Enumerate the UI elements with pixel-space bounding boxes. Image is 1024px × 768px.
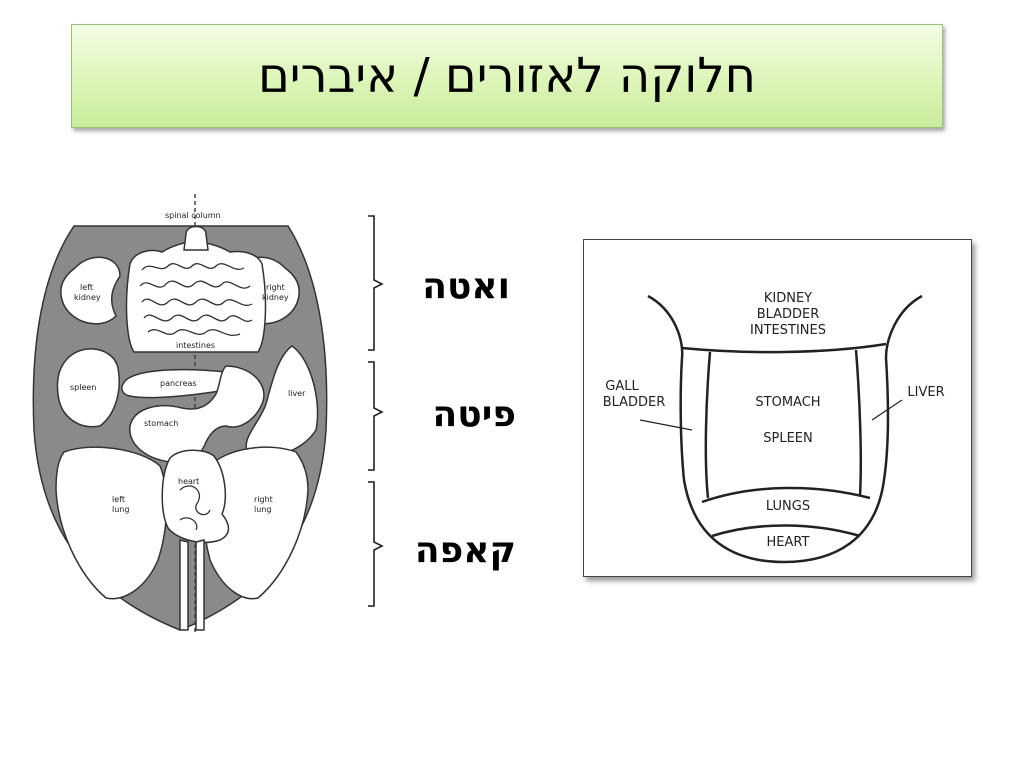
label-pancreas: pancreas: [160, 379, 197, 388]
tongue-map-outline: [647, 294, 923, 564]
map-label-bladder: BLADDER: [757, 307, 820, 322]
label-right-kidney-2: kidney: [262, 293, 289, 302]
label-right-lung-1: right: [254, 495, 273, 504]
region-label-kapha: קאפה: [414, 530, 516, 571]
tongue-anatomy-diagram: spinal column left kidney right kidney i…: [32, 194, 328, 635]
slide-title: חלוקה לאזורים / איברים: [257, 48, 757, 104]
tongue-map-lungs-top: [701, 486, 871, 504]
intestines-shape: [125, 241, 267, 353]
tongue-map-heart-top: [711, 524, 861, 538]
title-box: חלוקה לאזורים / איברים: [71, 24, 943, 128]
gall-bladder-pointer: [639, 419, 693, 431]
label-stomach: stomach: [144, 419, 178, 428]
map-label-intestines: INTESTINES: [750, 323, 826, 338]
tongue-map-top-line: [681, 342, 887, 354]
map-label-gall-bladder: BLADDER: [603, 395, 666, 410]
label-left-lung-2: lung: [112, 505, 129, 514]
label-left-lung-1: left: [112, 495, 125, 504]
label-left-kidney-1: left: [80, 283, 93, 292]
map-label-stomach: STOMACH: [755, 395, 820, 410]
map-label-spleen: SPLEEN: [763, 431, 813, 446]
map-label-liver: LIVER: [907, 385, 944, 400]
region-label-vata: ואטה: [422, 266, 510, 307]
left-lung-shape: [55, 446, 168, 600]
spleen-shape: [56, 348, 120, 428]
label-liver: liver: [288, 389, 306, 398]
heart-shape: [161, 449, 230, 544]
region-brackets: [368, 215, 384, 607]
label-right-kidney-1: right: [266, 283, 285, 292]
tongue-map-left-divider: [704, 351, 712, 499]
tongue-map-box: KIDNEY BLADDER INTESTINES GALL BLADDER L…: [583, 239, 972, 577]
tongue-map-diagram: KIDNEY BLADDER INTESTINES GALL BLADDER L…: [603, 291, 945, 564]
spinal-top-shape: [183, 225, 209, 251]
label-spinal-column: spinal column: [165, 211, 221, 220]
map-label-kidney: KIDNEY: [764, 291, 812, 306]
bracket-vata: [368, 215, 384, 351]
label-intestines: intestines: [176, 341, 215, 350]
map-label-gall: GALL: [605, 379, 639, 394]
label-right-lung-2: lung: [254, 505, 271, 514]
intestines-coils: [139, 263, 253, 531]
map-label-heart: HEART: [767, 535, 810, 550]
label-left-kidney-2: kidney: [74, 293, 101, 302]
bracket-kapha: [368, 481, 384, 607]
region-label-pitta: פיטה: [432, 394, 516, 435]
left-kidney-shape: [60, 256, 121, 325]
label-spleen: spleen: [70, 383, 96, 392]
trachea-shape: [179, 539, 205, 631]
liver-pointer: [871, 399, 903, 421]
label-heart: heart: [178, 477, 199, 486]
bracket-pitta: [368, 361, 384, 471]
tongue-map-right-divider: [854, 349, 863, 497]
map-label-lungs: LUNGS: [766, 499, 810, 514]
